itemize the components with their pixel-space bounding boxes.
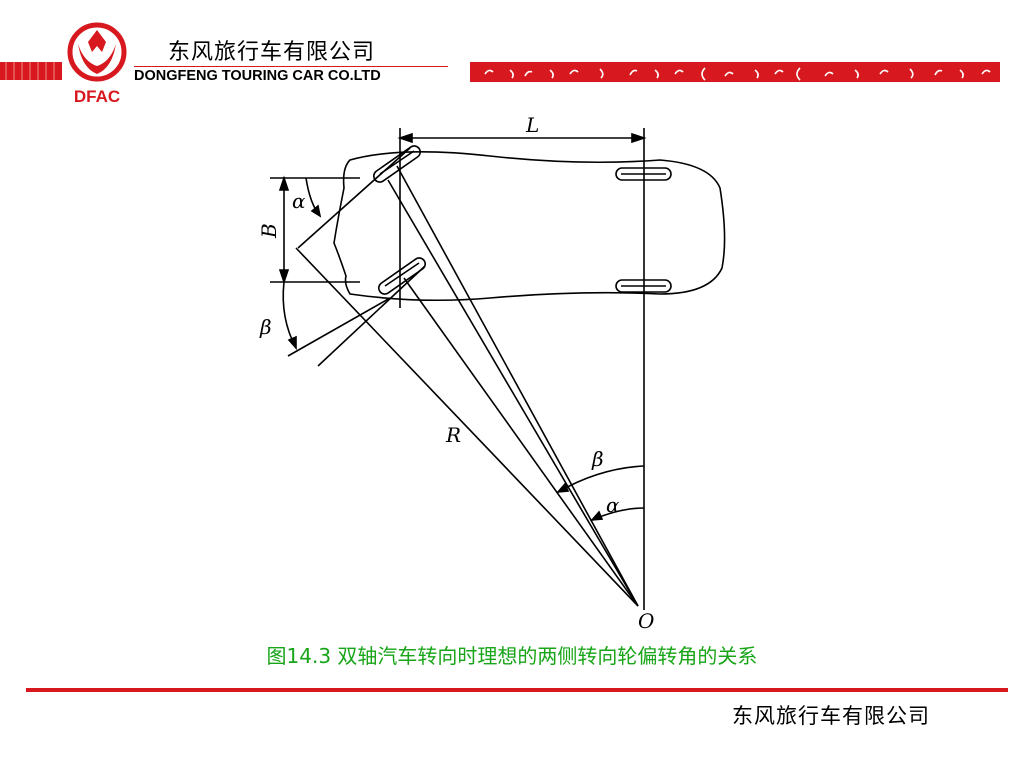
line-o-front-left-wheel-center (387, 179, 639, 607)
company-name-cn: 东风旅行车有限公司 (168, 40, 376, 65)
front-right-wheel (377, 257, 427, 295)
label-beta-front: β (259, 315, 272, 339)
line-o-front-left (396, 165, 639, 607)
label-O: O (638, 609, 654, 633)
vehicle-body-outline (333, 151, 726, 302)
line-o-front-right (403, 277, 639, 607)
label-alpha-center: α (606, 493, 620, 517)
figure-caption: 图14.3 双轴汽车转向时理想的两侧转向轮偏转角的关系 (266, 644, 758, 668)
steering-geometry-diagram: L B α β R β α O (257, 113, 726, 633)
logo-text: DFAC (74, 87, 120, 106)
label-B: B (257, 223, 281, 239)
label-beta-center: β (591, 447, 604, 471)
label-R: R (445, 423, 461, 447)
dfac-logo: DFAC (67, 22, 127, 106)
label-L: L (525, 113, 539, 137)
front-left-wheel (372, 145, 422, 183)
footer-company-name: 东风旅行车有限公司 (732, 704, 930, 728)
line-R (295, 247, 639, 607)
company-name-en: DONGFENG TOURING CAR CO.LTD (134, 68, 381, 84)
footer-divider (26, 688, 1008, 692)
header-right-stripe (470, 62, 1000, 82)
label-alpha-front: α (292, 189, 306, 213)
header-left-stripe (0, 62, 62, 80)
header-underline (134, 66, 448, 67)
